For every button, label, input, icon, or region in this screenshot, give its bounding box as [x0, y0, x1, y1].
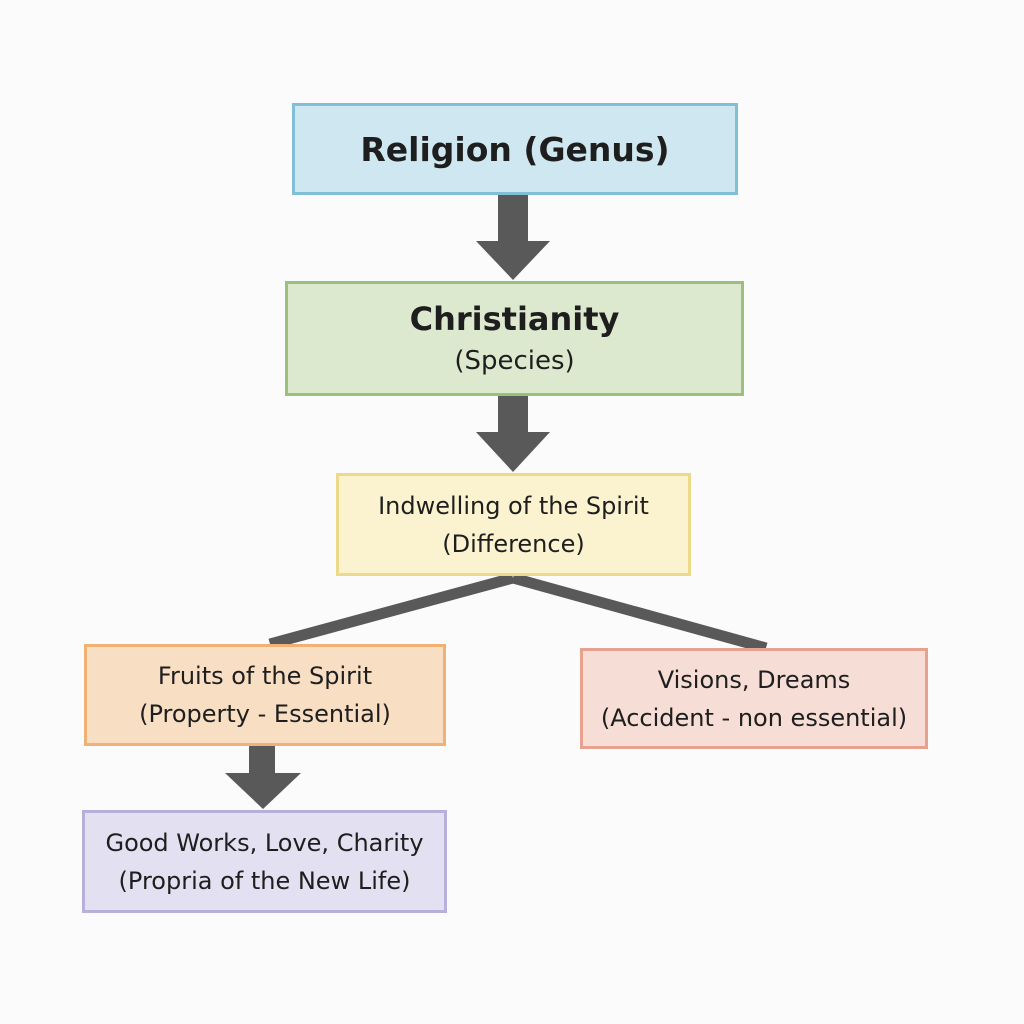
node-property-title: Fruits of the Spirit: [157, 662, 373, 690]
node-species-subtitle: (Species): [454, 345, 575, 376]
node-difference: Indwelling of the Spirit (Difference): [336, 473, 691, 576]
branch-difference-to-property: [268, 572, 515, 650]
node-property: Fruits of the Spirit (Property - Essenti…: [84, 644, 446, 746]
arrow-species-to-difference: [476, 396, 550, 472]
node-accident-title: Visions, Dreams: [657, 665, 851, 694]
arrow-property-to-propria: [225, 746, 301, 809]
node-propria-subtitle: (Propria of the New Life): [118, 866, 411, 895]
node-property-subtitle: (Property - Essential): [139, 700, 391, 728]
node-difference-title: Indwelling of the Spirit: [378, 491, 649, 520]
node-species-title: Christianity: [409, 299, 620, 338]
node-species: Christianity (Species): [285, 281, 744, 396]
node-propria-title: Good Works, Love, Charity: [105, 828, 424, 857]
node-genus: Religion (Genus): [292, 103, 738, 195]
node-genus-label: Religion (Genus): [360, 129, 670, 169]
node-difference-subtitle: (Difference): [442, 529, 585, 558]
node-propria: Good Works, Love, Charity (Propria of th…: [82, 810, 447, 913]
branch-difference-to-accident: [511, 572, 768, 654]
node-accident: Visions, Dreams (Accident - non essentia…: [580, 648, 928, 749]
node-accident-subtitle: (Accident - non essential): [600, 703, 908, 732]
arrow-genus-to-species: [476, 195, 550, 280]
